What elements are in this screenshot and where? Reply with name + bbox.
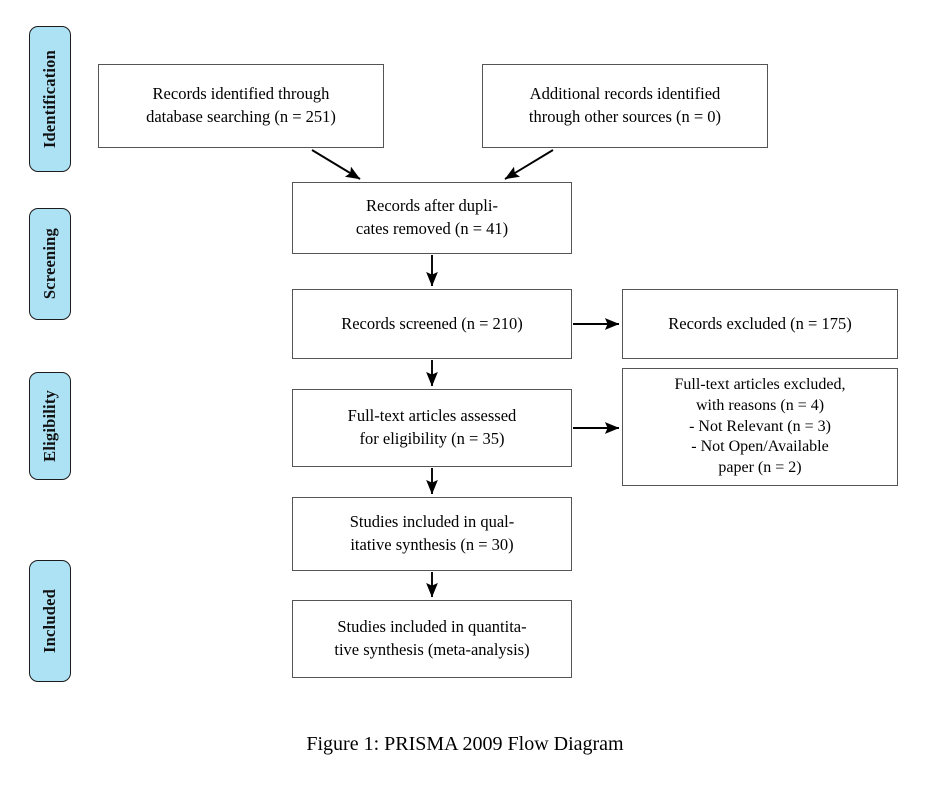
arrow-other-sources-to-duplicates xyxy=(504,149,554,180)
stage-pill-screening: Screening xyxy=(29,208,71,320)
box-quantitative-synthesis: Studies included in quantita- tive synth… xyxy=(292,600,572,678)
box-qualitative-synthesis-text: Studies included in qual- itative synthe… xyxy=(349,512,515,554)
box-quantitative-synthesis-text: Studies included in quantita- tive synth… xyxy=(334,617,530,659)
stage-pill-eligibility: Eligibility xyxy=(29,372,71,480)
arrow-database-to-duplicates xyxy=(311,149,361,180)
box-records-identified-database: Records identified through database sear… xyxy=(98,64,384,148)
box-additional-records-other-sources: Additional records identified through ot… xyxy=(482,64,768,148)
box-records-identified-database-text: Records identified through database sear… xyxy=(146,84,336,126)
stage-label-included: Included xyxy=(40,589,59,653)
box-fulltext-excluded-reasons: Full-text articles excluded, with reason… xyxy=(622,368,898,486)
box-qualitative-synthesis: Studies included in qual- itative synthe… xyxy=(292,497,572,571)
stage-pill-included: Included xyxy=(29,560,71,682)
stage-label-eligibility: Eligibility xyxy=(40,390,59,462)
box-additional-records-other-sources-text: Additional records identified through ot… xyxy=(528,84,722,126)
box-records-after-duplicates-text: Records after dupli- cates removed (n = … xyxy=(355,196,509,238)
box-records-excluded: Records excluded (n = 175) xyxy=(622,289,898,359)
box-records-excluded-text: Records excluded (n = 175) xyxy=(668,313,852,333)
box-fulltext-assessed: Full-text articles assessed for eligibil… xyxy=(292,389,572,467)
box-records-screened-text: Records screened (n = 210) xyxy=(341,313,523,333)
box-fulltext-assessed-text: Full-text articles assessed for eligibil… xyxy=(347,406,517,448)
stage-label-identification: Identification xyxy=(40,49,59,149)
stage-label-screening: Screening xyxy=(40,228,59,300)
figure-caption: Figure 1: PRISMA 2009 Flow Diagram xyxy=(306,733,624,755)
box-records-after-duplicates: Records after dupli- cates removed (n = … xyxy=(292,182,572,254)
box-records-screened: Records screened (n = 210) xyxy=(292,289,572,359)
stage-pill-identification: Identification xyxy=(29,26,71,172)
box-fulltext-excluded-reasons-text: Full-text articles excluded, with reason… xyxy=(674,376,846,477)
